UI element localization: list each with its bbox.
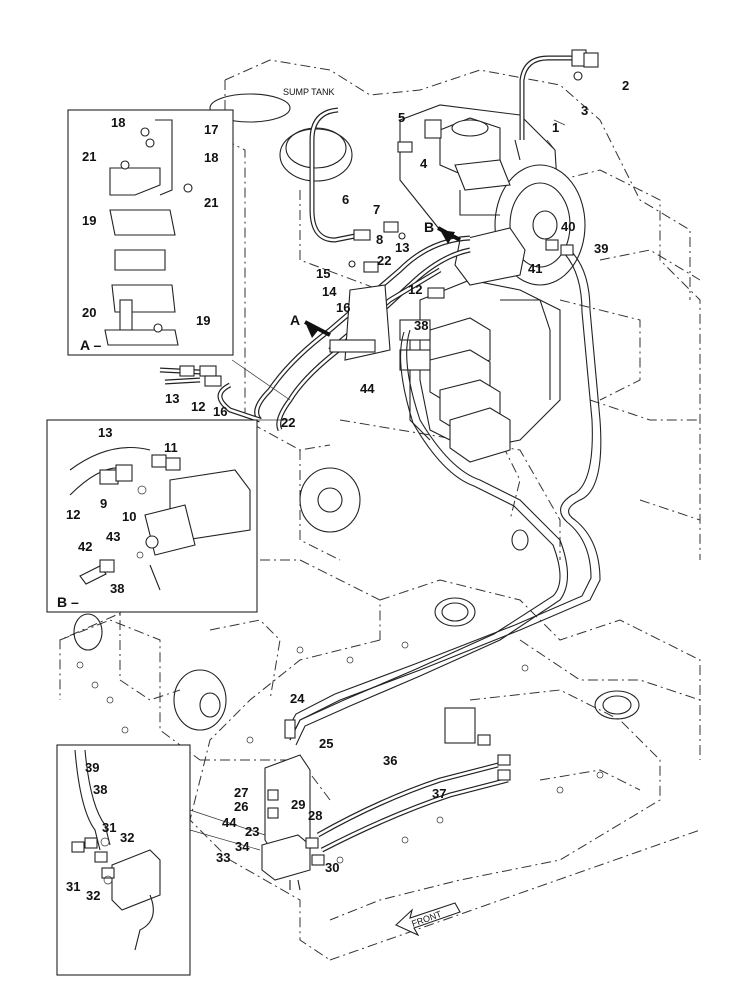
part-label: 20: [82, 305, 96, 320]
hose-1: [519, 55, 575, 140]
part-label: 21: [204, 195, 218, 210]
part-label: 39: [85, 760, 99, 775]
part-label: 44: [360, 381, 375, 396]
part-label: 16: [336, 300, 350, 315]
part-label: 1: [552, 120, 559, 135]
part-label: 34: [235, 839, 250, 854]
part-label: 3: [581, 103, 588, 118]
view-b-marker: B: [424, 219, 434, 235]
part-label: 6: [342, 192, 349, 207]
part-label: 26: [234, 799, 248, 814]
solenoid-valve: [261, 719, 325, 891]
part-label: 11: [164, 440, 178, 455]
part-label: 15: [316, 266, 330, 281]
part-label: 4: [420, 156, 428, 171]
control-valve: [399, 227, 561, 463]
front-arrow-icon: [395, 902, 461, 937]
part-label: 38: [414, 318, 428, 333]
part-label: 29: [291, 797, 305, 812]
part-number-labels: 1 2 3 4 5 6 7 8 13 15 22 14 16 12 38 40 …: [66, 78, 629, 903]
part-label: 5: [398, 110, 405, 125]
part-label: 25: [319, 736, 333, 751]
part-label: 19: [82, 213, 96, 228]
detail-a: [67, 109, 234, 356]
part-label: 13: [165, 391, 179, 406]
part-label: 7: [373, 202, 380, 217]
part-label: 12: [191, 399, 205, 414]
view-arrow-a: [304, 320, 331, 338]
part-label: 41: [528, 261, 542, 276]
part-label: 10: [122, 509, 136, 524]
part-label: 13: [98, 425, 112, 440]
part-label: 32: [120, 830, 134, 845]
part-label: 32: [86, 888, 100, 903]
part-label: 23: [245, 824, 259, 839]
part-label: 21: [82, 149, 96, 164]
part-label: 39: [594, 241, 608, 256]
part-label: 42: [78, 539, 92, 554]
frame-holes: [73, 93, 640, 864]
part-label: 18: [111, 115, 125, 130]
detail-b-title: B –: [57, 594, 79, 610]
sump-tank-label: SUMP TANK: [283, 87, 335, 97]
part-label: 30: [325, 860, 339, 875]
part-label: 16: [213, 404, 227, 419]
part-label: 33: [216, 850, 230, 865]
part-label: 22: [377, 253, 391, 268]
part-label: 18: [204, 150, 218, 165]
part-label: 12: [408, 282, 422, 297]
detail-a-title: A –: [80, 337, 101, 353]
part-label: 31: [102, 820, 116, 835]
part-label: 2: [622, 78, 629, 93]
fittings: [179, 49, 599, 781]
part-label: 9: [100, 496, 107, 511]
part-label: 38: [93, 782, 107, 797]
detail-b: [46, 419, 258, 613]
part-label: 27: [234, 785, 248, 800]
pilot-lines-39-38: [284, 249, 602, 746]
part-label: 24: [290, 691, 305, 706]
part-label: 22: [281, 415, 295, 430]
part-label: 19: [196, 313, 210, 328]
part-label: 37: [432, 786, 446, 801]
part-label: 13: [395, 240, 409, 255]
part-label: 8: [376, 232, 383, 247]
detail-c: [56, 744, 191, 976]
view-a-marker: A: [290, 312, 300, 328]
hose-6: [309, 107, 356, 243]
part-label: 14: [322, 284, 337, 299]
view-arrow-b: [437, 226, 461, 244]
part-label: 40: [561, 219, 575, 234]
part-label: 43: [106, 529, 120, 544]
part-label: 28: [308, 808, 322, 823]
part-label: 36: [383, 753, 397, 768]
part-label: 17: [204, 122, 218, 137]
hoses-36-37: [316, 762, 509, 853]
part-label: 31: [66, 879, 80, 894]
leader-lines: [189, 119, 566, 851]
part-label: 12: [66, 507, 80, 522]
part-label: 44: [222, 815, 237, 830]
part-label: 38: [110, 581, 124, 596]
